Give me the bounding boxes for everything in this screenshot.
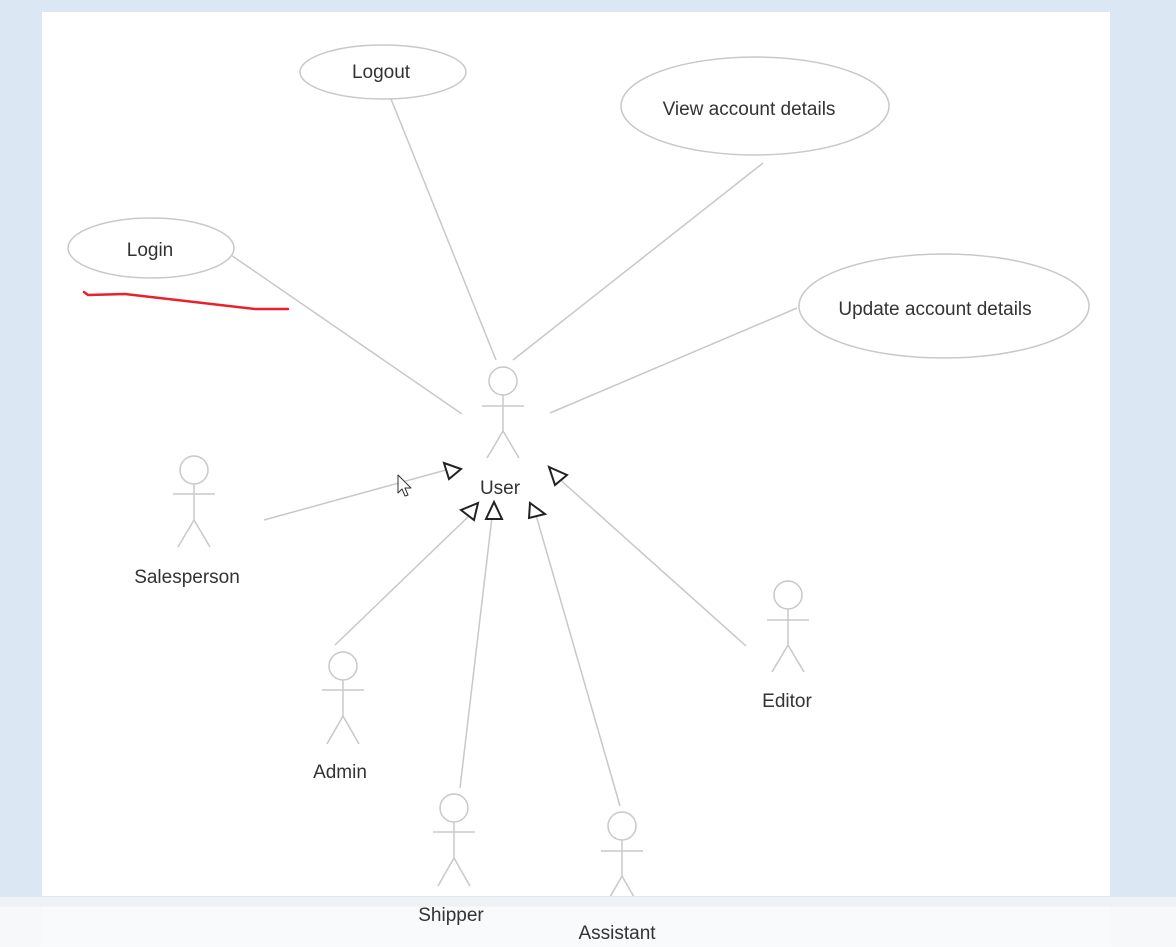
assoc-user-login (227, 252, 463, 415)
actor-salesperson-figure (173, 455, 215, 548)
use-case-view-account-details[interactable]: View account details (620, 56, 890, 156)
gen-line-admin (334, 514, 471, 646)
use-case-update-account-details[interactable]: Update account details (798, 253, 1090, 359)
actor-user-figure (482, 366, 524, 459)
gen-line-shipper (459, 516, 493, 789)
actor-assistant[interactable] (601, 811, 643, 905)
bottom-toolbar-strip (0, 896, 1176, 947)
actor-admin[interactable]: Admin (313, 651, 367, 783)
actor-shipper-figure (433, 793, 475, 887)
assoc-user-logout (388, 93, 497, 361)
assoc-user-update-account-details (549, 307, 798, 414)
triangle-arrowhead-icon (442, 461, 463, 481)
gen-line-salesperson (263, 469, 447, 521)
actor-admin-label: Admin (313, 762, 367, 783)
use-case-logout[interactable]: Logout (299, 44, 467, 100)
use-case-login-shape (67, 217, 235, 279)
generalization-lines (263, 469, 747, 807)
use-case-view-account-details-label: View account details (663, 99, 836, 120)
actor-salesperson[interactable]: Salesperson (134, 455, 240, 588)
actor-admin-figure (322, 651, 364, 745)
triangle-arrowhead-icon (484, 499, 504, 520)
association-lines (227, 93, 798, 415)
actor-shipper[interactable] (433, 793, 475, 887)
use-case-logout-shape (299, 44, 467, 100)
use-case-login-label: Login (127, 240, 174, 261)
assoc-user-view-account-details (512, 162, 764, 361)
actor-user[interactable]: User (480, 366, 524, 499)
red-underline-annotation (82, 290, 290, 311)
use-case-view-account-details-shape (620, 56, 890, 156)
gen-line-assistant (535, 514, 621, 807)
gen-line-editor (555, 475, 747, 647)
generalization-arrowheads (442, 461, 569, 522)
actor-user-label: User (480, 478, 521, 499)
actor-editor-figure (767, 580, 809, 673)
actor-editor[interactable]: Editor (762, 580, 812, 712)
actor-salesperson-label: Salesperson (134, 567, 240, 588)
diagram-canvas (42, 12, 1110, 946)
actor-editor-label: Editor (762, 691, 812, 712)
use-case-update-account-details-label: Update account details (838, 299, 1031, 320)
triangle-arrowhead-icon (527, 501, 548, 520)
mouse-pointer-icon (397, 474, 412, 497)
use-case-logout-label: Logout (352, 62, 411, 83)
triangle-arrowhead-icon (459, 501, 480, 522)
actor-assistant-figure (601, 811, 643, 905)
use-case-update-account-details-shape (798, 253, 1090, 359)
triangle-arrowhead-icon (547, 465, 569, 487)
use-case-login[interactable]: Login (67, 217, 235, 279)
